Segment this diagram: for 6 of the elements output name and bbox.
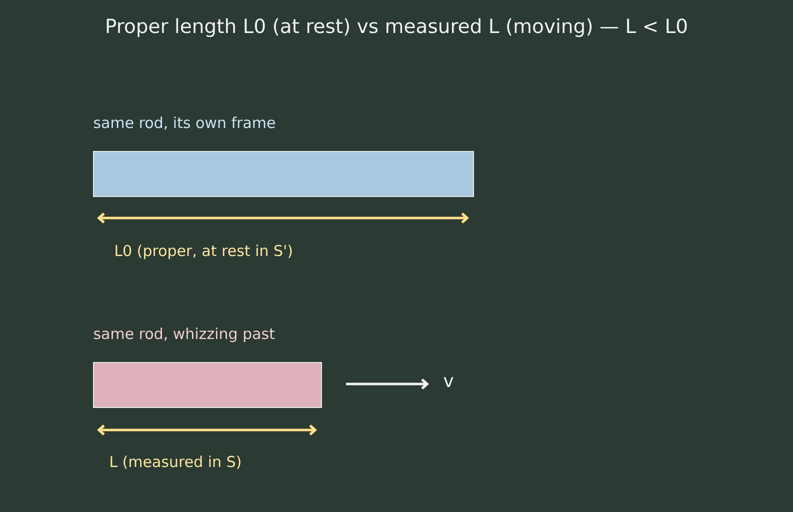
title: Proper length L0 (at rest) vs measured L (moving) — L < L0 bbox=[106, 18, 687, 38]
heading: same rod, its own frame bbox=[94, 116, 275, 130]
heading: same rod, whizzing past bbox=[94, 328, 275, 342]
length-label: L0 (proper, at rest in S') bbox=[116, 244, 292, 260]
length-label: L (measured in S) bbox=[110, 456, 240, 469]
variable-label: v bbox=[444, 377, 454, 387]
